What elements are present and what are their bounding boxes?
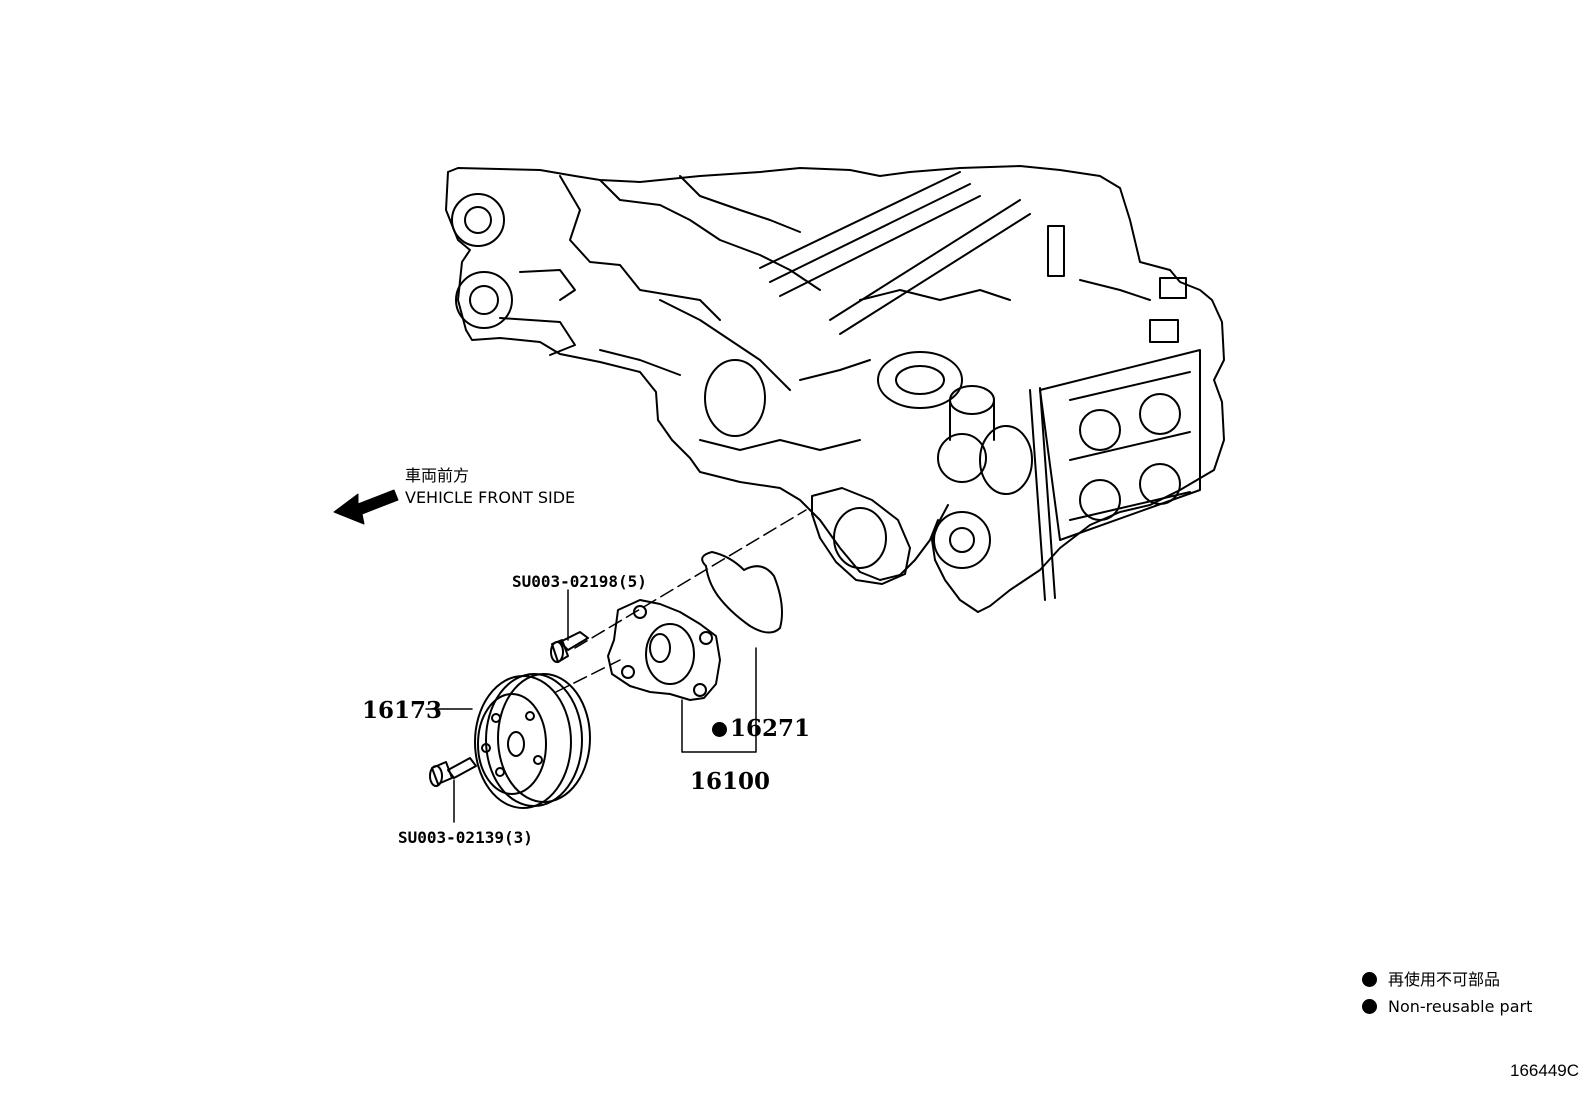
bolt-top-illustration bbox=[550, 631, 589, 663]
water-pump-illustration bbox=[607, 599, 721, 701]
legend-bullet-icon bbox=[1362, 999, 1377, 1014]
part-number-gasket: 16271 bbox=[730, 715, 811, 742]
figure-id: 166449C bbox=[1510, 1061, 1580, 1080]
vehicle-front-label-en: VEHICLE FRONT SIDE bbox=[405, 488, 576, 507]
part-number-pump-assy: 16100 bbox=[690, 768, 771, 795]
callout-leaders bbox=[425, 589, 757, 823]
non-reusable-marker-icon bbox=[712, 722, 727, 737]
part-number-bolt-top: SU003-02198(5) bbox=[512, 572, 647, 591]
bolt-bottom-illustration bbox=[429, 757, 477, 787]
vehicle-front-arrow-icon bbox=[333, 489, 399, 525]
gasket-illustration bbox=[701, 551, 783, 634]
part-number-pulley: 16173 bbox=[362, 697, 443, 724]
legend-bullet-icon bbox=[1362, 972, 1377, 987]
pulley-illustration bbox=[474, 673, 591, 809]
engine-block-illustration bbox=[445, 165, 1225, 613]
assembly-axis-lines bbox=[555, 509, 807, 693]
legend-text-jp: 再使用不可部品 bbox=[1388, 970, 1501, 989]
vehicle-front-label-jp: 車両前方 bbox=[405, 466, 470, 485]
legend-text-en: Non-reusable part bbox=[1388, 997, 1533, 1016]
part-number-bolt-bottom: SU003-02139(3) bbox=[398, 828, 533, 847]
